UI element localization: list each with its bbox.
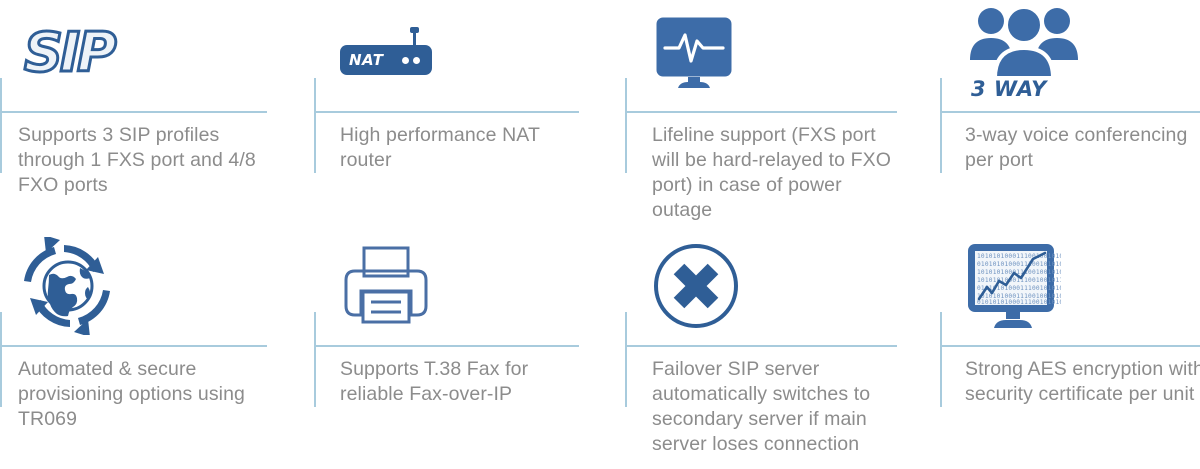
vertical-divider <box>314 78 316 173</box>
feature-card-auto-provisioning: Automated & secure provisioning options … <box>0 234 314 469</box>
monitor-binary-chart-icon: 1010101000111001001010 01010101000111001… <box>965 234 1200 338</box>
antenna-tip <box>410 27 419 33</box>
vertical-divider <box>0 312 2 407</box>
monitor-heartbeat-icon <box>652 0 892 104</box>
svg-text:1010101000111001001010: 1010101000111001001010 <box>977 269 1061 276</box>
feature-card-three-way-conferencing: 3 WAY 3-way voice conferencing per port <box>940 0 1200 234</box>
horizontal-divider <box>625 111 897 113</box>
horizontal-divider <box>0 111 267 113</box>
vertical-divider <box>940 312 942 407</box>
vertical-divider <box>625 312 627 407</box>
svg-text:0101010100011100101010: 0101010100011100101010 <box>977 299 1061 306</box>
horizontal-divider <box>625 345 897 347</box>
horizontal-divider <box>314 345 579 347</box>
horizontal-divider <box>940 111 1200 113</box>
feature-card-t38-fax: Supports T.38 Fax for reliable Fax-over-… <box>314 234 625 469</box>
feature-caption: Supports T.38 Fax for reliable Fax-over-… <box>340 358 529 405</box>
feature-caption: Automated & secure provisioning options … <box>18 358 245 430</box>
printer-fax-icon <box>340 234 580 338</box>
svg-text:1010101000111001001010: 1010101000111001001010 <box>977 293 1061 300</box>
horizontal-divider <box>940 345 1200 347</box>
nat-router-icon: NAT <box>340 0 580 104</box>
feature-card-aes-encryption: 1010101000111001001010 01010101000111001… <box>940 234 1200 469</box>
feature-caption: Supports 3 SIP profiles through 1 FXS po… <box>18 124 256 196</box>
feature-caption: Failover SIP server automatically switch… <box>652 358 871 455</box>
sip-logo-icon: SIP <box>18 0 258 104</box>
svg-text:1010101000111001001010: 1010101000111001001010 <box>977 253 1061 260</box>
globe-refresh-glyph <box>24 237 110 335</box>
antenna-shaft <box>413 30 416 48</box>
globe-refresh-icon <box>18 234 258 338</box>
three-people-icon: 3 WAY <box>965 0 1200 104</box>
horizontal-divider <box>0 345 267 347</box>
feature-card-failover-sip: Failover SIP server automatically switch… <box>625 234 940 469</box>
svg-text:0101010100011100101010: 0101010100011100101010 <box>977 261 1061 268</box>
nat-label: NAT <box>349 51 384 69</box>
feature-caption: Lifeline support (FXS port will be hard-… <box>652 124 891 221</box>
led-indicator <box>402 57 409 64</box>
feature-card-lifeline-support: Lifeline support (FXS port will be hard-… <box>625 0 940 234</box>
horizontal-divider <box>314 111 579 113</box>
vertical-divider <box>0 78 2 173</box>
monitor-heartbeat-glyph <box>653 14 735 88</box>
circle-x-icon <box>652 234 892 338</box>
monitor-binary-chart-glyph: 1010101000111001001010 01010101000111001… <box>968 244 1061 328</box>
three-people-glyph <box>970 5 1078 80</box>
led-indicator <box>413 57 420 64</box>
vertical-divider <box>940 78 942 173</box>
feature-card-nat-router: NAT High performance NAT router <box>314 0 625 234</box>
feature-caption: 3-way voice conferencing per port <box>965 124 1188 171</box>
vertical-divider <box>314 312 316 407</box>
svg-text:0101010100011100101010: 0101010100011100101010 <box>977 285 1061 292</box>
feature-caption: Strong AES encryption with security cert… <box>965 358 1200 405</box>
circle-x-glyph <box>654 244 738 328</box>
sip-logo-text: SIP <box>23 21 119 84</box>
feature-caption: High performance NAT router <box>340 124 540 171</box>
three-way-label: 3 WAY <box>971 77 1047 101</box>
feature-card-sip-profiles: SIP Supports 3 SIP profiles through 1 FX… <box>0 0 314 234</box>
svg-text:1010101000111001001011: 1010101000111001001011 <box>977 277 1061 284</box>
printer-fax-glyph <box>344 246 428 324</box>
vertical-divider <box>625 78 627 173</box>
